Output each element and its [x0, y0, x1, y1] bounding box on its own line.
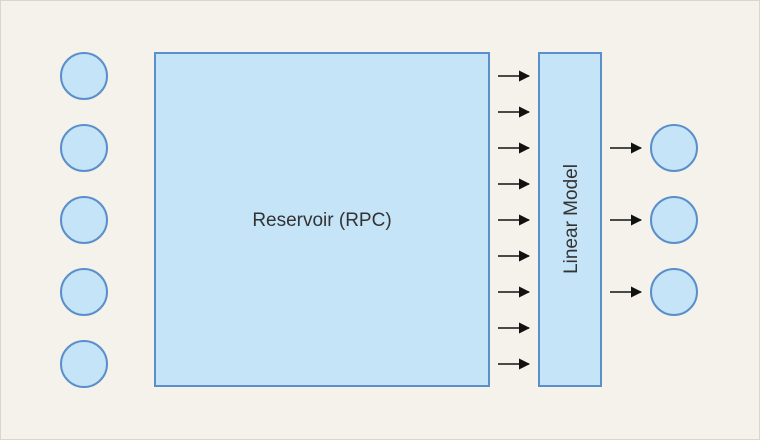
output-layer: [650, 124, 698, 316]
output-node: [650, 124, 698, 172]
linear-model-label: Linear Model: [561, 164, 582, 274]
input-node: [60, 52, 108, 100]
reservoir-box: [154, 52, 490, 387]
output-node: [650, 196, 698, 244]
linear-model-box: [538, 52, 602, 387]
output-node: [650, 268, 698, 316]
input-node: [60, 268, 108, 316]
reservoir-label: Reservoir (RPC): [252, 210, 391, 231]
reservoir-output-arrows: [498, 70, 531, 370]
input-node: [60, 340, 108, 388]
input-node: [60, 124, 108, 172]
input-node: [60, 196, 108, 244]
input-layer: [60, 52, 108, 388]
output-arrows: [610, 142, 643, 298]
